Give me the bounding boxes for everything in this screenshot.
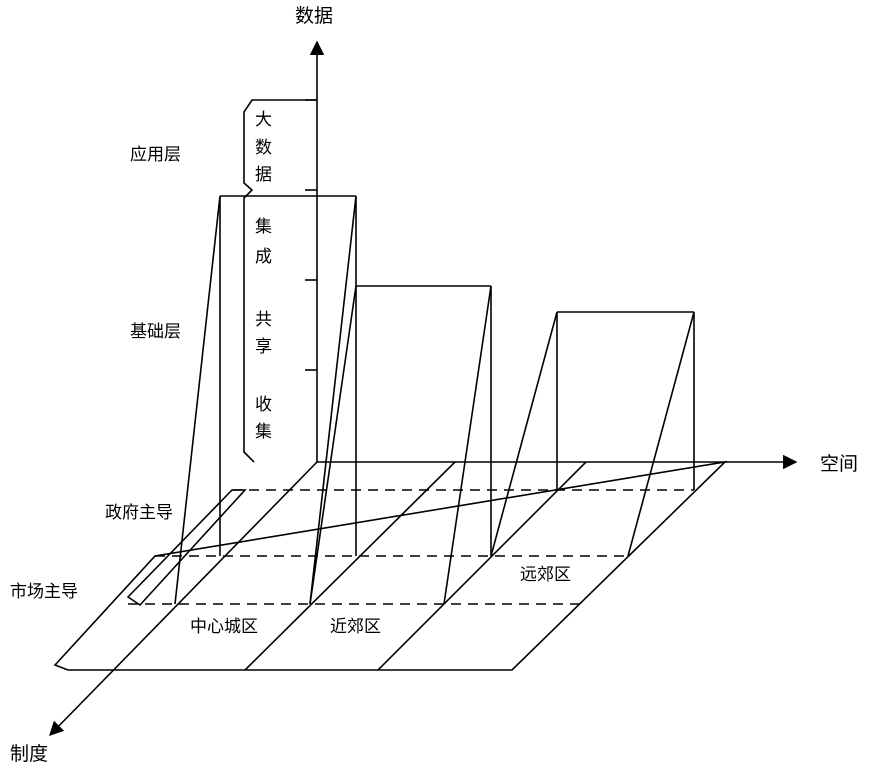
bracket-char: 数 (255, 138, 272, 158)
data-axis-ticks (305, 99, 317, 371)
government-plane (126, 489, 247, 607)
market-plane (53, 460, 728, 671)
data-axis-label: 数据 (295, 5, 333, 27)
bracket-char: 据 (255, 165, 272, 185)
base-layer-label: 基础层 (130, 322, 181, 342)
bracket-char: 大 (255, 110, 272, 130)
institution-axis (48, 461, 318, 737)
bracket-char: 共 (255, 310, 272, 330)
bracket-char: 集 (255, 217, 272, 237)
bracket-char: 享 (255, 337, 272, 357)
bracket-char: 成 (255, 247, 272, 267)
bracket-char: 收 (255, 395, 272, 415)
region-divider-2 (377, 461, 587, 671)
market-plane-label: 市场主导 (10, 582, 78, 602)
layer-bracket (243, 99, 317, 463)
center-city-box (174, 195, 357, 605)
bracket-char: 集 (255, 422, 272, 442)
near-suburb-region-label: 近郊区 (330, 617, 381, 637)
space-axis-label: 空间 (820, 453, 858, 475)
center-region-label: 中心城区 (190, 617, 258, 637)
government-plane-label: 政府主导 (105, 503, 173, 523)
far-suburb-box (490, 311, 695, 557)
application-layer-label: 应用层 (130, 145, 181, 165)
institution-axis-label: 制度 (10, 743, 48, 765)
region-divider-1 (244, 461, 456, 671)
near-suburb-box (309, 285, 492, 605)
far-suburb-region-label: 远郊区 (520, 565, 571, 585)
